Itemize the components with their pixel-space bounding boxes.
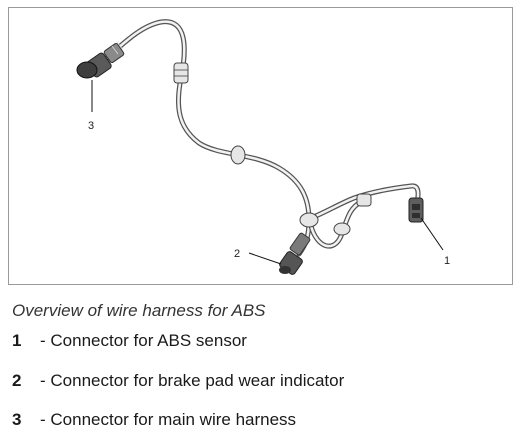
grommet-loop (333, 222, 351, 236)
legend-number: 1 (12, 331, 22, 350)
connector-main-harness (76, 41, 125, 79)
legend-text: - Connector for ABS sensor (40, 331, 247, 350)
grommet-junction (299, 212, 319, 228)
callout-1: 1 (444, 255, 450, 267)
legend-number: 2 (12, 371, 22, 390)
wire-clip-top (173, 62, 189, 84)
connector-brake-pad-wear (279, 232, 311, 275)
wire-harness-drawing: 3 2 1 (76, 19, 450, 275)
wire-harness-illustration: 3 2 1 (8, 7, 513, 285)
connector-abs-sensor (408, 197, 424, 223)
legend-text: - Connector for brake pad wear indicator (40, 371, 345, 390)
grommet-middle (230, 145, 246, 165)
legend-text: - Connector for main wire harness (40, 410, 297, 429)
leader-line-2 (248, 252, 282, 265)
main-wire (98, 19, 312, 257)
legend-number: 3 (12, 410, 22, 429)
figure-caption: Overview of wire harness for ABS (12, 301, 266, 320)
legend-item-3: 3 - Connector for main wire harness (12, 410, 296, 430)
legend-item-2: 2 - Connector for brake pad wear indicato… (12, 371, 344, 391)
wire-clip-branch (356, 193, 372, 207)
leader-line-1 (420, 217, 444, 251)
callout-2: 2 (234, 248, 240, 260)
callout-3: 3 (88, 120, 94, 132)
legend-item-1: 1 - Connector for ABS sensor (12, 331, 247, 351)
